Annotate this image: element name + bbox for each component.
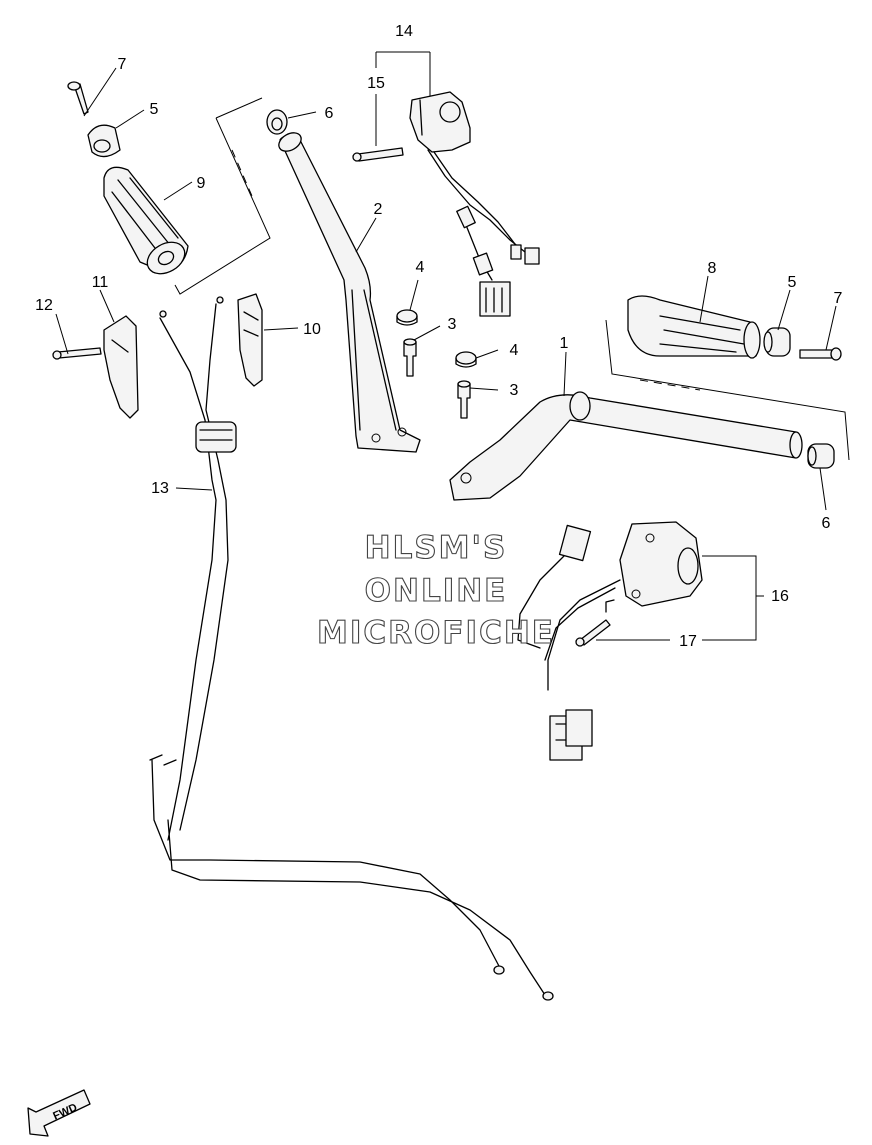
callout-17: 17: [679, 633, 697, 650]
watermark-line-1: HLSM'S: [365, 530, 508, 566]
callout-13: 13: [151, 480, 169, 497]
left-grip-9: [103, 166, 189, 275]
callout-5: 5: [150, 101, 159, 118]
callout-11: 11: [92, 274, 109, 291]
switch-screw-17: [575, 619, 611, 647]
grip-end-bolt-7-right: [799, 347, 842, 361]
watermark: HLSM'S ONLINE MICROFICHE: [316, 529, 555, 651]
callout-3: 3: [448, 316, 457, 333]
callout-2: 2: [374, 201, 383, 218]
fwd-arrow-icon: FWD: [27, 1089, 91, 1137]
callout-16: 16: [771, 588, 789, 605]
callout-15: 15: [367, 75, 385, 92]
callout-4: 4: [416, 259, 425, 276]
right-handlebar-1: [449, 391, 803, 501]
callout-8: 8: [708, 260, 717, 277]
callout-labels: 14 15 7 5 6 9 2 4 3 11 12 10 8 5 7 4 1 3…: [35, 23, 842, 650]
clamp-11: [103, 315, 139, 419]
callout-10: 10: [303, 321, 321, 338]
handlebar-switch-right: [409, 91, 540, 317]
cap-4-right: [455, 351, 477, 368]
bolt-3-left: [403, 338, 417, 377]
leader-lines: [55, 51, 837, 641]
watermark-line-3: MICROFICHE: [317, 615, 555, 651]
left-handlebar-2: [278, 132, 421, 453]
callout-4-right: 4: [510, 342, 519, 359]
callout-3-right: 3: [510, 382, 519, 399]
handlebar-switch-left-16: [517, 521, 703, 761]
callout-7-right: 7: [834, 290, 843, 307]
callout-9: 9: [197, 175, 206, 192]
bar-end-6: [266, 109, 288, 135]
grip-end-weight-5: [87, 124, 121, 158]
callout-7: 7: [118, 56, 127, 73]
right-grip-8: [627, 295, 761, 359]
bolt-3-right: [457, 380, 471, 419]
grip-end-bolt-7: [67, 81, 89, 115]
watermark-line-2: ONLINE: [365, 573, 508, 609]
bar-end-6-right: [807, 443, 835, 469]
clamp-10: [237, 293, 263, 387]
cap-4-left: [396, 309, 418, 326]
callout-6-right: 6: [822, 515, 831, 532]
screw-12: [52, 347, 102, 360]
callout-12: 12: [35, 297, 53, 314]
switch-screw-15: [352, 147, 404, 162]
throttle-cable-13: [149, 296, 554, 1001]
callout-5-right: 5: [788, 274, 797, 291]
callout-1: 1: [560, 335, 569, 352]
grip-end-weight-5-right: [763, 327, 791, 357]
callout-14: 14: [395, 23, 413, 40]
callout-6: 6: [325, 105, 334, 122]
